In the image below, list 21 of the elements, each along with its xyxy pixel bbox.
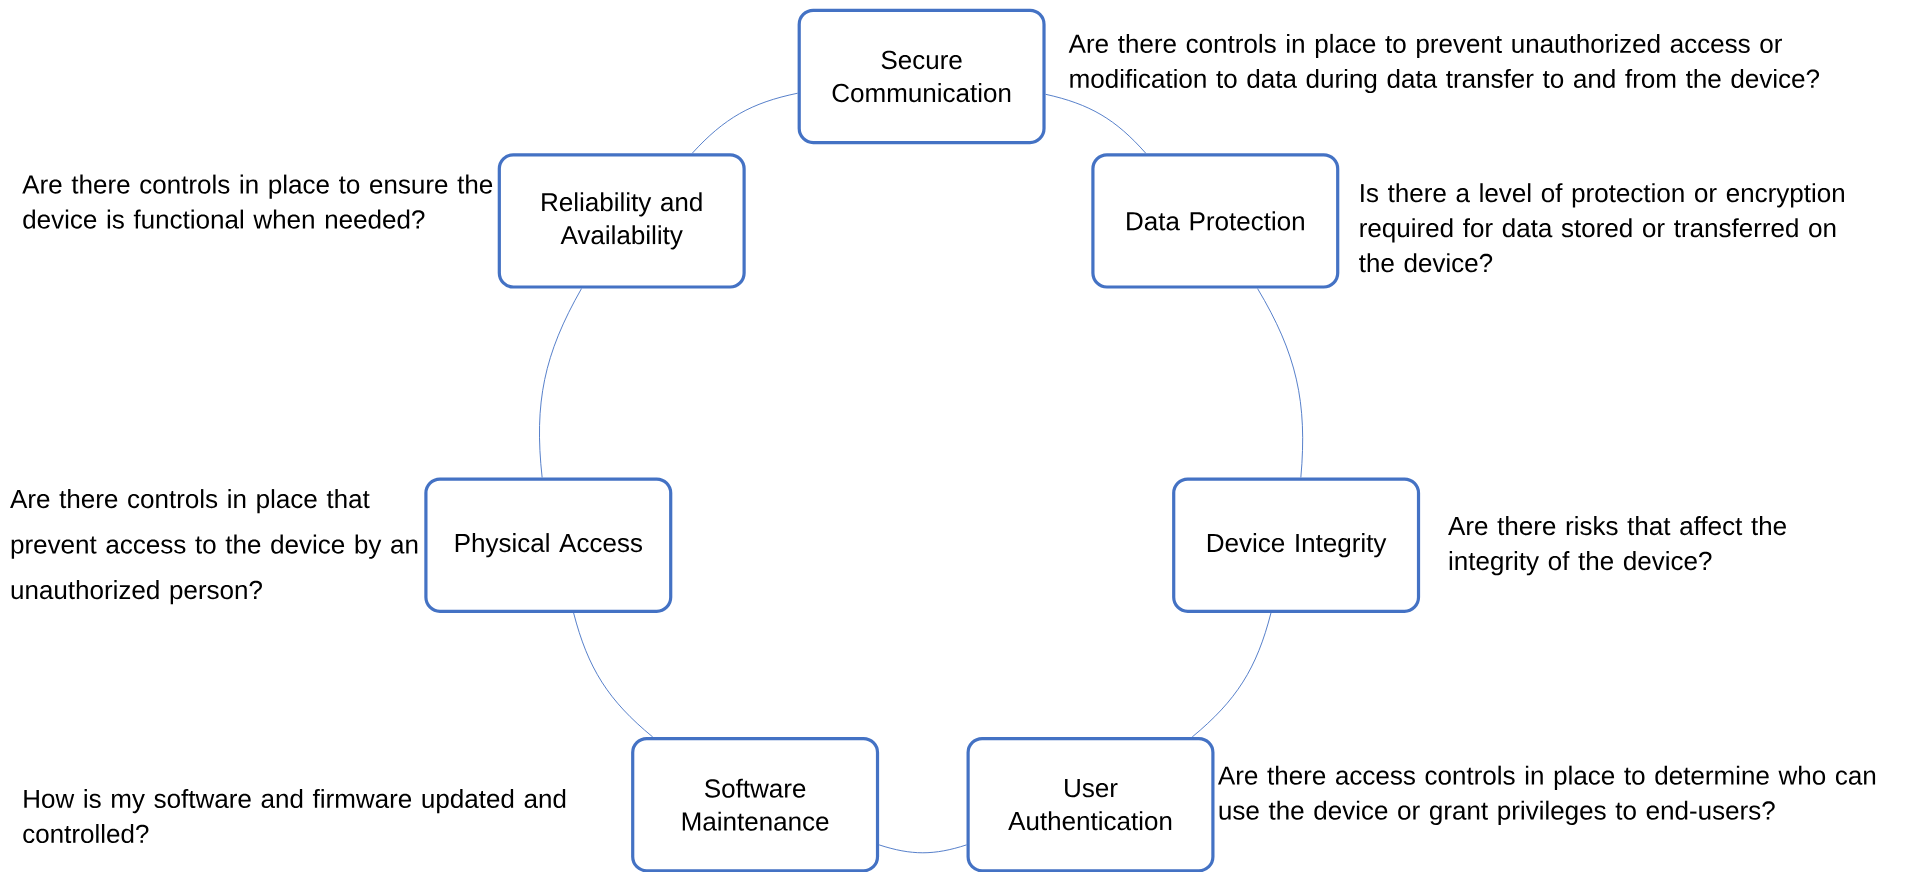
connector-arc: [539, 288, 582, 478]
question-text: Are there access controls in place to determine who can use the device or grant privileges to end-users?: [1217, 765, 1876, 825]
process-box: Data Protection: [1091, 153, 1340, 289]
connector-arc: [573, 612, 654, 738]
process-box: Physical Access: [424, 477, 673, 613]
question-text: Are there controls in place that prevent access to the device by an unauthorized person?: [10, 489, 418, 605]
connector-arc: [1045, 93, 1147, 154]
process-box: Software Maintenance: [631, 737, 880, 872]
question-text: Is there a level of protection or encryption required for data stored or transferred on the device?: [1359, 183, 1844, 273]
process-box: Device Integrity: [1172, 477, 1421, 613]
connector-arc: [1191, 612, 1272, 738]
process-box: Reliability and Availability: [497, 153, 746, 289]
question-text: Are there controls in place to prevent unauthorized access or modification to data during data transfer to and from the device?: [1068, 33, 1820, 94]
question-text: How is my software and firmware updated and controlled?: [23, 789, 566, 844]
connector-arc: [878, 844, 967, 854]
process-box: Secure Communication: [797, 8, 1046, 145]
question-text: Are there risks that affect the integrity of the device?: [1448, 516, 1786, 576]
question-text: Are there controls in place to ensure the device is functional when needed?: [22, 174, 493, 229]
process-box: User Authentication: [966, 737, 1215, 872]
connector-arc: [1257, 288, 1304, 478]
connector-arc: [691, 92, 799, 154]
